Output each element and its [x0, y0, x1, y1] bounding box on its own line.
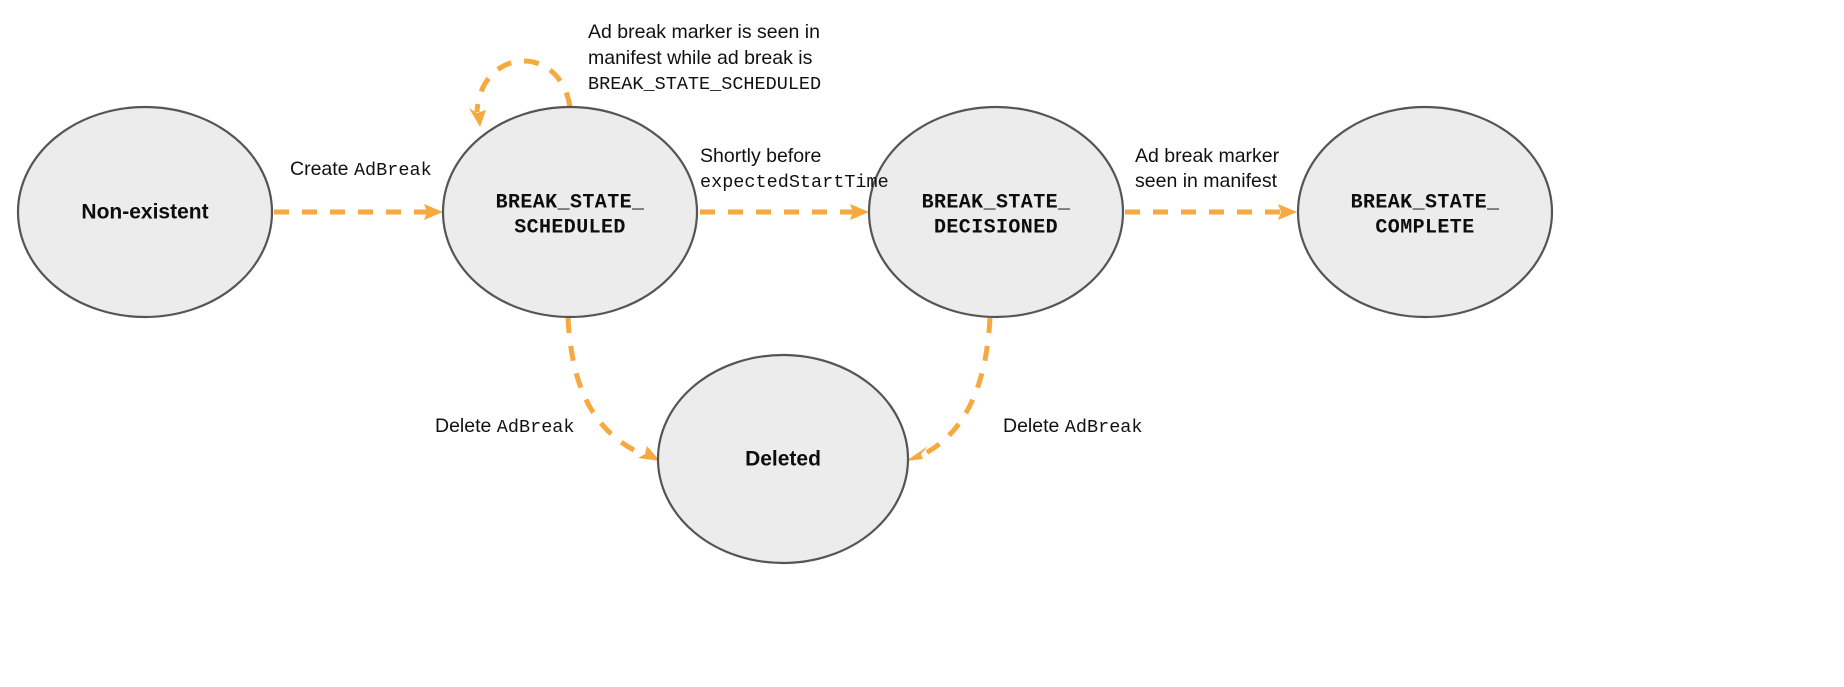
node-break-state-scheduled-shape	[441, 105, 699, 319]
edge-label-delete-left-seg0: Delete	[435, 415, 497, 437]
edge-label-marker-seen-line1: Ad break marker	[1135, 145, 1280, 167]
node-break-state-complete[interactable]: BREAK_STATE_ COMPLETE	[1296, 105, 1554, 319]
node-break-state-decisioned-label-line1: BREAK_STATE_	[922, 191, 1071, 214]
edge-label-ad-break-marker-while-scheduled: Ad break marker is seen in manifest whil…	[588, 21, 821, 95]
node-break-state-scheduled-label-line2: SCHEDULED	[514, 216, 626, 239]
edge-ad-break-marker-seen-in-manifest[interactable]	[1125, 204, 1297, 220]
node-break-state-complete-label-line2: COMPLETE	[1375, 216, 1474, 239]
svg-text:Delete AdBreak: Delete AdBreak	[435, 415, 575, 438]
edge-self-loop-line	[474, 58, 573, 113]
edge-label-delete-adbreak-from-decisioned: Delete AdBreak	[1003, 415, 1143, 438]
node-deleted[interactable]: Deleted	[656, 353, 910, 565]
edge-label-ad-break-marker-seen-in-manifest: Ad break marker seen in manifest	[1135, 145, 1280, 192]
node-non-existent-shape	[16, 105, 274, 319]
edge-self-loop-arrowhead	[469, 108, 486, 127]
edge-shortly-before-arrowhead	[850, 204, 869, 220]
edge-label-shortly-before-line1: Shortly before	[700, 145, 821, 167]
edge-marker-seen-arrowhead	[1278, 204, 1297, 220]
node-non-existent-label: Non-existent	[81, 201, 208, 224]
node-break-state-decisioned-label-line2: DECISIONED	[934, 216, 1058, 239]
node-break-state-decisioned-shape	[867, 105, 1125, 319]
edge-label-shortly-before-line2: expectedStartTime	[700, 172, 889, 193]
edge-delete-adbreak-from-decisioned[interactable]	[906, 317, 993, 461]
edge-create-adbreak[interactable]	[274, 204, 443, 220]
edge-label-self-loop-line3: BREAK_STATE_SCHEDULED	[588, 74, 821, 95]
edge-label-shortly-before-expected-start-time: Shortly before expectedStartTime	[700, 145, 889, 193]
node-non-existent[interactable]: Non-existent	[16, 105, 274, 319]
node-deleted-shape	[656, 353, 910, 565]
edge-label-delete-left-seg1: AdBreak	[497, 417, 575, 438]
node-break-state-scheduled[interactable]: BREAK_STATE_ SCHEDULED	[441, 105, 699, 319]
node-break-state-scheduled-label-line1: BREAK_STATE_	[496, 191, 645, 214]
edge-label-marker-seen-line2: seen in manifest	[1135, 170, 1278, 192]
edge-delete-left-line	[565, 317, 646, 458]
edge-label-create-adbreak: Create AdBreak	[290, 158, 432, 181]
svg-text:Delete AdBreak: Delete AdBreak	[1003, 415, 1143, 438]
edge-label-self-loop-line1: Ad break marker is seen in	[588, 21, 820, 43]
edge-label-delete-right-seg1: AdBreak	[1065, 417, 1143, 438]
edge-label-delete-right-seg0: Delete	[1003, 415, 1065, 437]
node-deleted-label: Deleted	[745, 448, 821, 471]
edge-label-self-loop-line2: manifest while ad break is	[588, 47, 813, 69]
edge-delete-left-arrowhead	[638, 446, 660, 461]
node-break-state-complete-shape	[1296, 105, 1554, 319]
edge-label-create-adbreak-seg0: Create	[290, 158, 354, 180]
edge-label-create-adbreak-seg1: AdBreak	[354, 160, 432, 181]
edge-delete-adbreak-from-scheduled[interactable]	[565, 317, 660, 461]
node-break-state-decisioned[interactable]: BREAK_STATE_ DECISIONED	[867, 105, 1125, 319]
edge-ad-break-marker-while-scheduled[interactable]	[469, 58, 573, 127]
svg-text:Create AdBreak: Create AdBreak	[290, 158, 432, 181]
edge-shortly-before-expected-start-time[interactable]	[700, 204, 869, 220]
edge-create-adbreak-arrowhead	[424, 204, 443, 220]
edge-delete-right-line	[920, 317, 993, 458]
edge-label-delete-adbreak-from-scheduled: Delete AdBreak	[435, 415, 575, 438]
edge-delete-right-arrowhead	[906, 446, 928, 461]
node-break-state-complete-label-line1: BREAK_STATE_	[1351, 191, 1500, 214]
